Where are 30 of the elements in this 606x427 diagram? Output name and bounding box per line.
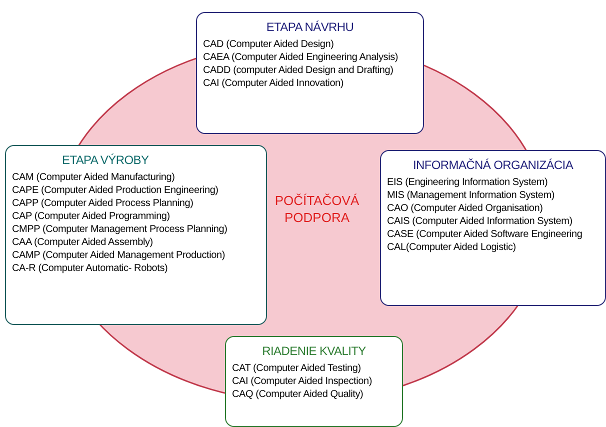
box-heading: ETAPA NÁVRHU [265,20,355,34]
list-item: CMPP (Computer Management Process Planning) [12,223,228,236]
list-item: CAP (Computer Aided Programming) [12,210,171,223]
list-item: CAL(Computer Aided Logistic) [387,241,517,254]
info-box [5,145,267,325]
center-label: POČÍTAČOVÁ PODPORA [274,192,360,226]
list-item: CAI (Computer Aided Inspection) [232,375,373,388]
list-item: CAI (Computer Aided Innovation) [203,77,345,90]
list-item: CAIS (Computer Aided Information System) [387,215,574,228]
info-box [225,336,403,427]
list-item: CAMP (Computer Aided Management Production) [12,249,226,262]
info-box [380,150,606,306]
list-item: CAPP (Computer Aided Process Planning) [12,197,194,210]
list-item: CASE (Computer Aided Software Engineering [387,228,584,241]
list-item: CA-R (Computer Automatic- Robots) [12,262,169,275]
box-heading: RIADENIE KVALITY [261,344,367,358]
list-item: CAD (Computer Aided Design) [203,38,335,51]
list-item: CAT (Computer Aided Testing) [232,362,362,375]
list-item: CADD (computer Aided Design and Drafting) [203,64,394,77]
info-box [196,12,424,134]
list-item: MIS (Management Information System) [387,189,556,202]
list-item: CAO (Computer Aided Organisation) [387,202,544,215]
list-item: CAA (Computer Aided Assembly) [12,236,154,249]
list-item: CAQ (Computer Aided Quality) [232,388,364,401]
box-heading: INFORMAČNÁ ORGANIZÁCIA [412,158,574,172]
list-item: CAPE (Computer Aided Production Engineering) [12,184,220,197]
box-heading: ETAPA VÝROBY [61,153,150,167]
list-item: EIS (Engineering Information System) [387,176,549,189]
list-item: CAM (Computer Aided Manufacturing) [12,171,176,184]
list-item: CAEA (Computer Aided Engineering Analysis) [203,51,400,64]
